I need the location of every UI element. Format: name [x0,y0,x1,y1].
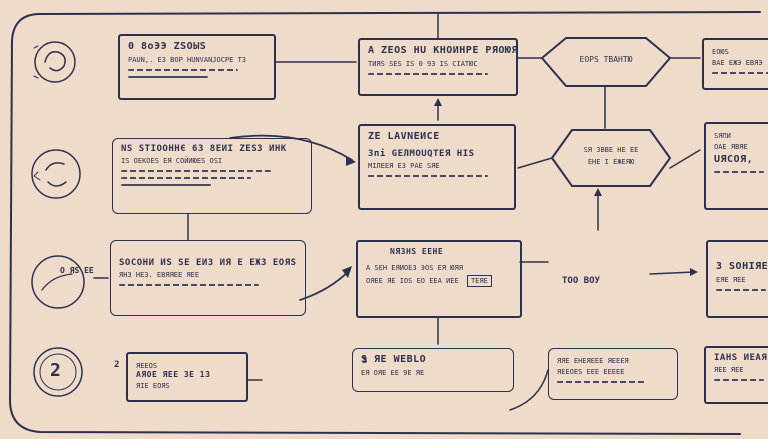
arrowhead-right-2 [342,266,352,278]
connector-r2-center-hex [517,157,553,169]
hexagon-row2-line1: ЅЯ ЗВВЕ НЕ ЕЕ [583,146,639,154]
box-r1-right: ЕОЮЅ ВАЕ ЕЖЭ ЕВЯЭ [702,38,768,90]
arrowhead-up-2 [594,188,602,196]
number-circle-icon [33,347,83,397]
connector-r4-center-right [509,369,549,411]
scribble-line [128,75,208,78]
icon-r4-number: 2 [50,360,61,381]
scribble-line [712,72,768,75]
box-r3-left: ЅОСОНИ ИЅ ЅЕ ЕИЗ ИЯ Е ЕЖЗ ЕОЯЅ ЯНЗ НЕЗ. … [110,240,306,316]
hexagon-row1 [541,37,671,87]
box-r3-center-badge: ТЕЯЕ [466,275,492,288]
scribble-line [121,184,211,187]
box-r1-center-line1: ТИЯЅ ЅЕЅ ІЅ 0 93 ІS СIАТЮС [368,59,478,68]
box-r4-center-number: 3 [362,356,368,366]
hexagon-row1-label: ЕОРЅ ТВАНТЮ [579,55,633,64]
scribble-line [121,170,271,173]
hexagon-row2-line2: ЕНЕ І ЕЖЕЯЮ [587,158,635,167]
box-r4-right-line1: ЯЕЕОЕЅ ЕЕЕ ЕЕЕЕЕ [557,368,625,377]
scribble-line [119,284,259,287]
scribble-line [714,379,764,382]
connector-r3-mid-right [649,271,695,275]
outer-frame-left [9,13,741,435]
spiral-icon [33,41,76,83]
box-r2-left-title: NS STIOОННЄ 6З 8ЕИІ ZЕSЗ ИНК [121,144,287,154]
arrow-icon [31,255,85,309]
box-r3-left-title: ЅОСОНИ ИЅ ЅЕ ЕИЗ ИЯ Е ЕЖЗ ЕОЯЅ [119,258,297,268]
box-r2-center-line1: Зпі GEЛМОUQТЕЯ НІЅ [368,148,475,159]
arrowhead-right-1 [346,156,356,166]
face-icon [31,149,81,199]
scribble-line [716,288,766,291]
box-r1-left: 0 8оЭЭ ZSOЫЅ PAUN,. ЕЗ ВОР НUNVANJОСРЕ Т… [118,34,276,100]
box-r2-right-line1: ОАЕ ЯВЯЕ [714,143,748,152]
box-r3-right-line1: ЕЯЕ ЯЕЕ [716,275,746,284]
box-r4-far-right-line1: ЯЕЕ ЯЕЕ [714,366,744,375]
hexagon-row2 [551,129,671,187]
box-r2-center-line2: МІЛЕЕЯ ЕЗ РАЕ ЅЯЕ [368,161,440,170]
box-r4-left-title: ЯЕЕОЅ [136,362,158,370]
box-r1-right-title: ЕОЮЅ [712,48,729,56]
box-r3-left-line1: ЯНЗ НЕЗ. ЕВЯЯЕЕ ЯЕЕ [119,271,200,280]
box-r1-center-title: A ZEOS HU КНОИНРЕ РЯОЮЯ [368,45,518,56]
box-r3-center-line1: A ЅЕН ЕЯИОЕЗ ЭОЅ ЕЯ ЮЯЯ [366,264,463,273]
box-r4-left-line1: АЯОЕ ЯЕЕ ЗЕ 13 [136,370,211,380]
scribble-line [368,174,488,177]
scribble-line [128,68,238,71]
box-r2-left-line1: ІЅ ОЕКОЕЅ ЕЯ СОЙИЮЕЅ ОЅІ [121,157,223,166]
scribble-line [557,381,647,384]
connector-r3-left-center [299,269,351,301]
box-r3-right: 3 ЅОНІЯЕЅ ЕЯЕ ЯЕЕ [706,240,768,318]
box-r3-right-title: 3 ЅОНІЯЕЅ [716,261,768,272]
mid-r3-label: ТОО ВОУ [562,276,600,286]
box-r1-center: A ZEOS HU КНОИНРЕ РЯОЮЯ ТИЯЅ ЅЕЅ ІЅ 0 93… [358,38,518,96]
box-r2-right-title: ЅЯПИ [714,132,731,140]
box-r4-far-right-title: ІАНЅ ИЕАЯ [714,353,768,363]
box-r3-center: NЯЗНЅ ЕЕНЕ A ЅЕН ЕЯИОЕЗ ЭОЅ ЕЯ ЮЯЯ ОЯЕЕ … [356,240,522,318]
hexagon-row2-label: ЅЯ ЗВВЕ НЕ ЕЕ ЕНЕ І ЕЖЕЯЮ [572,146,650,166]
box-r4-far-right: ІАНЅ ИЕАЯ ЯЕЕ ЯЕЕ [704,346,768,404]
scribble-line [121,177,251,180]
box-r4-center-line1: ЕЯ ОЯЕ ЕЕ 9Е ЯЕ [361,368,425,377]
box-r3-center-line2-text: ОЯЕЕ ЯЕ ІОЅ ЕО ЕЕА ИЕЕ [366,277,459,286]
box-r4-left: ЯЕЕОЅ АЯОЕ ЯЕЕ ЗЕ 13 ЯІЕ ЕОЯЅ [126,352,248,402]
arrowhead-up-1 [434,98,442,106]
box-r2-right: ЅЯПИ ОАЕ ЯВЯЕ UЯСОЯ, [704,122,768,210]
box-r1-left-line1: PAUN,. ЕЗ ВОР НUNVANJОСРЕ ТЗ [128,55,247,64]
icon-r3-label: О ЯЅ ЕЕ [60,266,94,275]
box-r4-right-title: ЯЯЕ ЕНЕЯЕЕЕ ЯЕЕЕЯ [557,357,629,365]
box-r2-left: NS STIOОННЄ 6З 8ЕИІ ZЕSЗ ИНК ІЅ ОЕКОЕЅ Е… [112,138,312,214]
box-r2-right-line2: UЯСОЯ, [714,154,754,166]
box-r2-center: ZЕ LAVNЕИСЕ Зпі GEЛМОUQТЕЯ НІЅ МІЛЕЕЯ ЕЗ… [358,124,516,210]
box-r4-left-number: 2 [114,360,120,370]
box-r1-left-title: 0 8оЭЭ ZSOЫЅ [128,41,207,52]
box-r4-right: ЯЯЕ ЕНЕЯЕЕЕ ЯЕЕЕЯ ЯЕЕОЕЅ ЕЕЕ ЕЕЕЕЕ [548,348,678,400]
box-r3-center-line2: ОЯЕЕ ЯЕ ІОЅ ЕО ЕЕА ИЕЕ ТЕЯЕ [366,275,512,288]
box-r4-left-line2: ЯІЕ ЕОЯЅ [136,382,170,391]
arrowhead-right-3 [690,268,698,276]
box-r4-center: Ѕ ЯЕ WЕВLО ЕЯ ОЯЕ ЕЕ 9Е ЯЕ [352,348,514,392]
outer-frame-top [39,11,761,15]
box-r3-center-title: NЯЗНЅ ЕЕНЕ [390,247,444,256]
scribble-line [714,170,764,173]
connector-r2-hex-right [669,149,701,169]
box-r2-center-title: ZЕ LAVNЕИСЕ [368,131,440,142]
scribble-line [368,72,488,75]
box-r1-right-line1: ВАЕ ЕЖЭ ЕВЯЭ [712,59,763,68]
box-r4-center-title: Ѕ ЯЕ WЕВLО [361,354,427,365]
